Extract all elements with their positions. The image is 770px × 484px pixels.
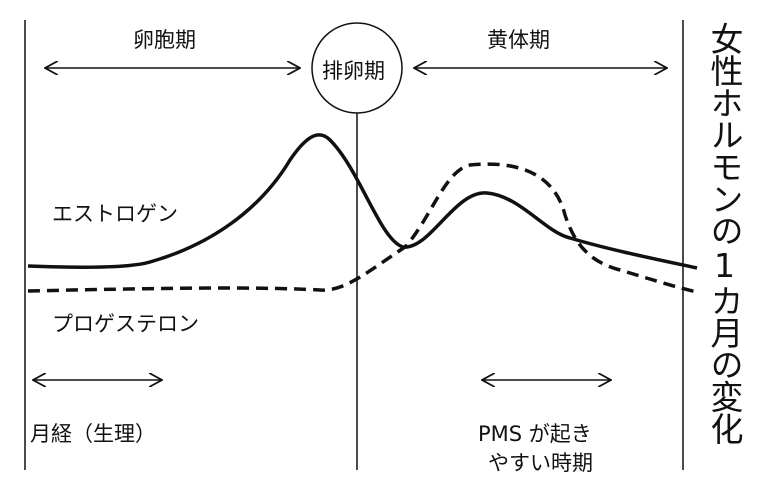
pms-label-line1: PMS が起き <box>478 422 592 446</box>
follicular-phase-label: 卵胞期 <box>133 28 196 52</box>
progesterone-curve <box>27 162 698 294</box>
luteal-phase-label: 黄体期 <box>487 28 550 52</box>
diagram-title: 女性ホルモンの1カ月の変化 <box>705 22 744 444</box>
progesterone-label: プロゲステロン <box>52 312 199 336</box>
menstruation-label: 月経（生理） <box>30 422 156 446</box>
ovulation-circle <box>311 22 403 114</box>
estrogen-label: エストロゲン <box>52 202 178 226</box>
estrogen-curve <box>27 133 698 270</box>
pms-label-line2: やすい時期 <box>488 451 593 475</box>
ovulation-phase-label: 排卵期 <box>322 59 385 83</box>
